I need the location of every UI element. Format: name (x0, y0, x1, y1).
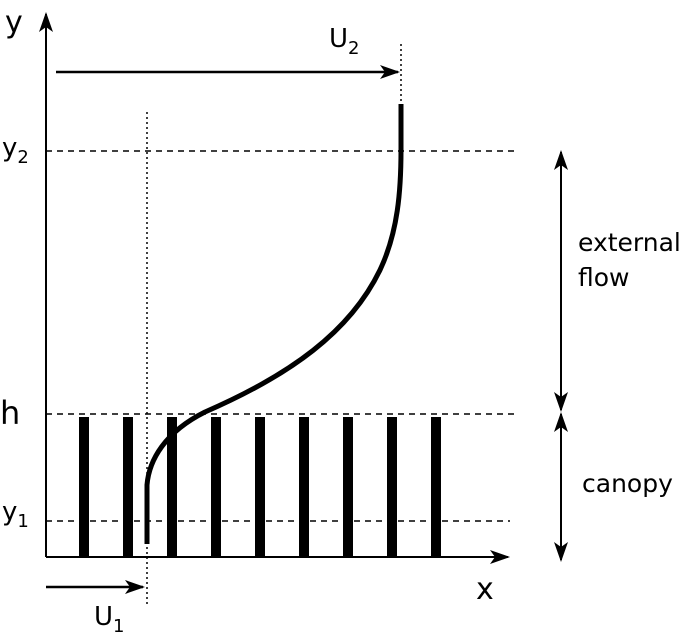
canopy-element (387, 417, 397, 557)
h-label: h (0, 394, 20, 432)
canopy-element (299, 417, 309, 557)
canopy-element (255, 417, 265, 557)
canopy-label: canopy (582, 469, 673, 498)
x-axis-label: x (476, 572, 494, 607)
canopy-elements (79, 417, 441, 557)
canopy-element (343, 417, 353, 557)
u1-label: U1 (94, 602, 124, 636)
y1-label: y1 (2, 497, 29, 532)
y-axis-label: y (5, 5, 23, 40)
y2-label: y2 (2, 133, 29, 168)
u2-label: U2 (329, 24, 359, 59)
canopy-element (167, 417, 177, 557)
canopy-element (79, 417, 89, 557)
velocity-profile-curve (144, 104, 404, 544)
canopy-element (211, 417, 221, 557)
external-flow-label-line-2: flow (578, 263, 630, 292)
canopy-element (123, 417, 133, 557)
external-flow-label-line-1: external (578, 228, 681, 257)
canopy-element (431, 417, 441, 557)
